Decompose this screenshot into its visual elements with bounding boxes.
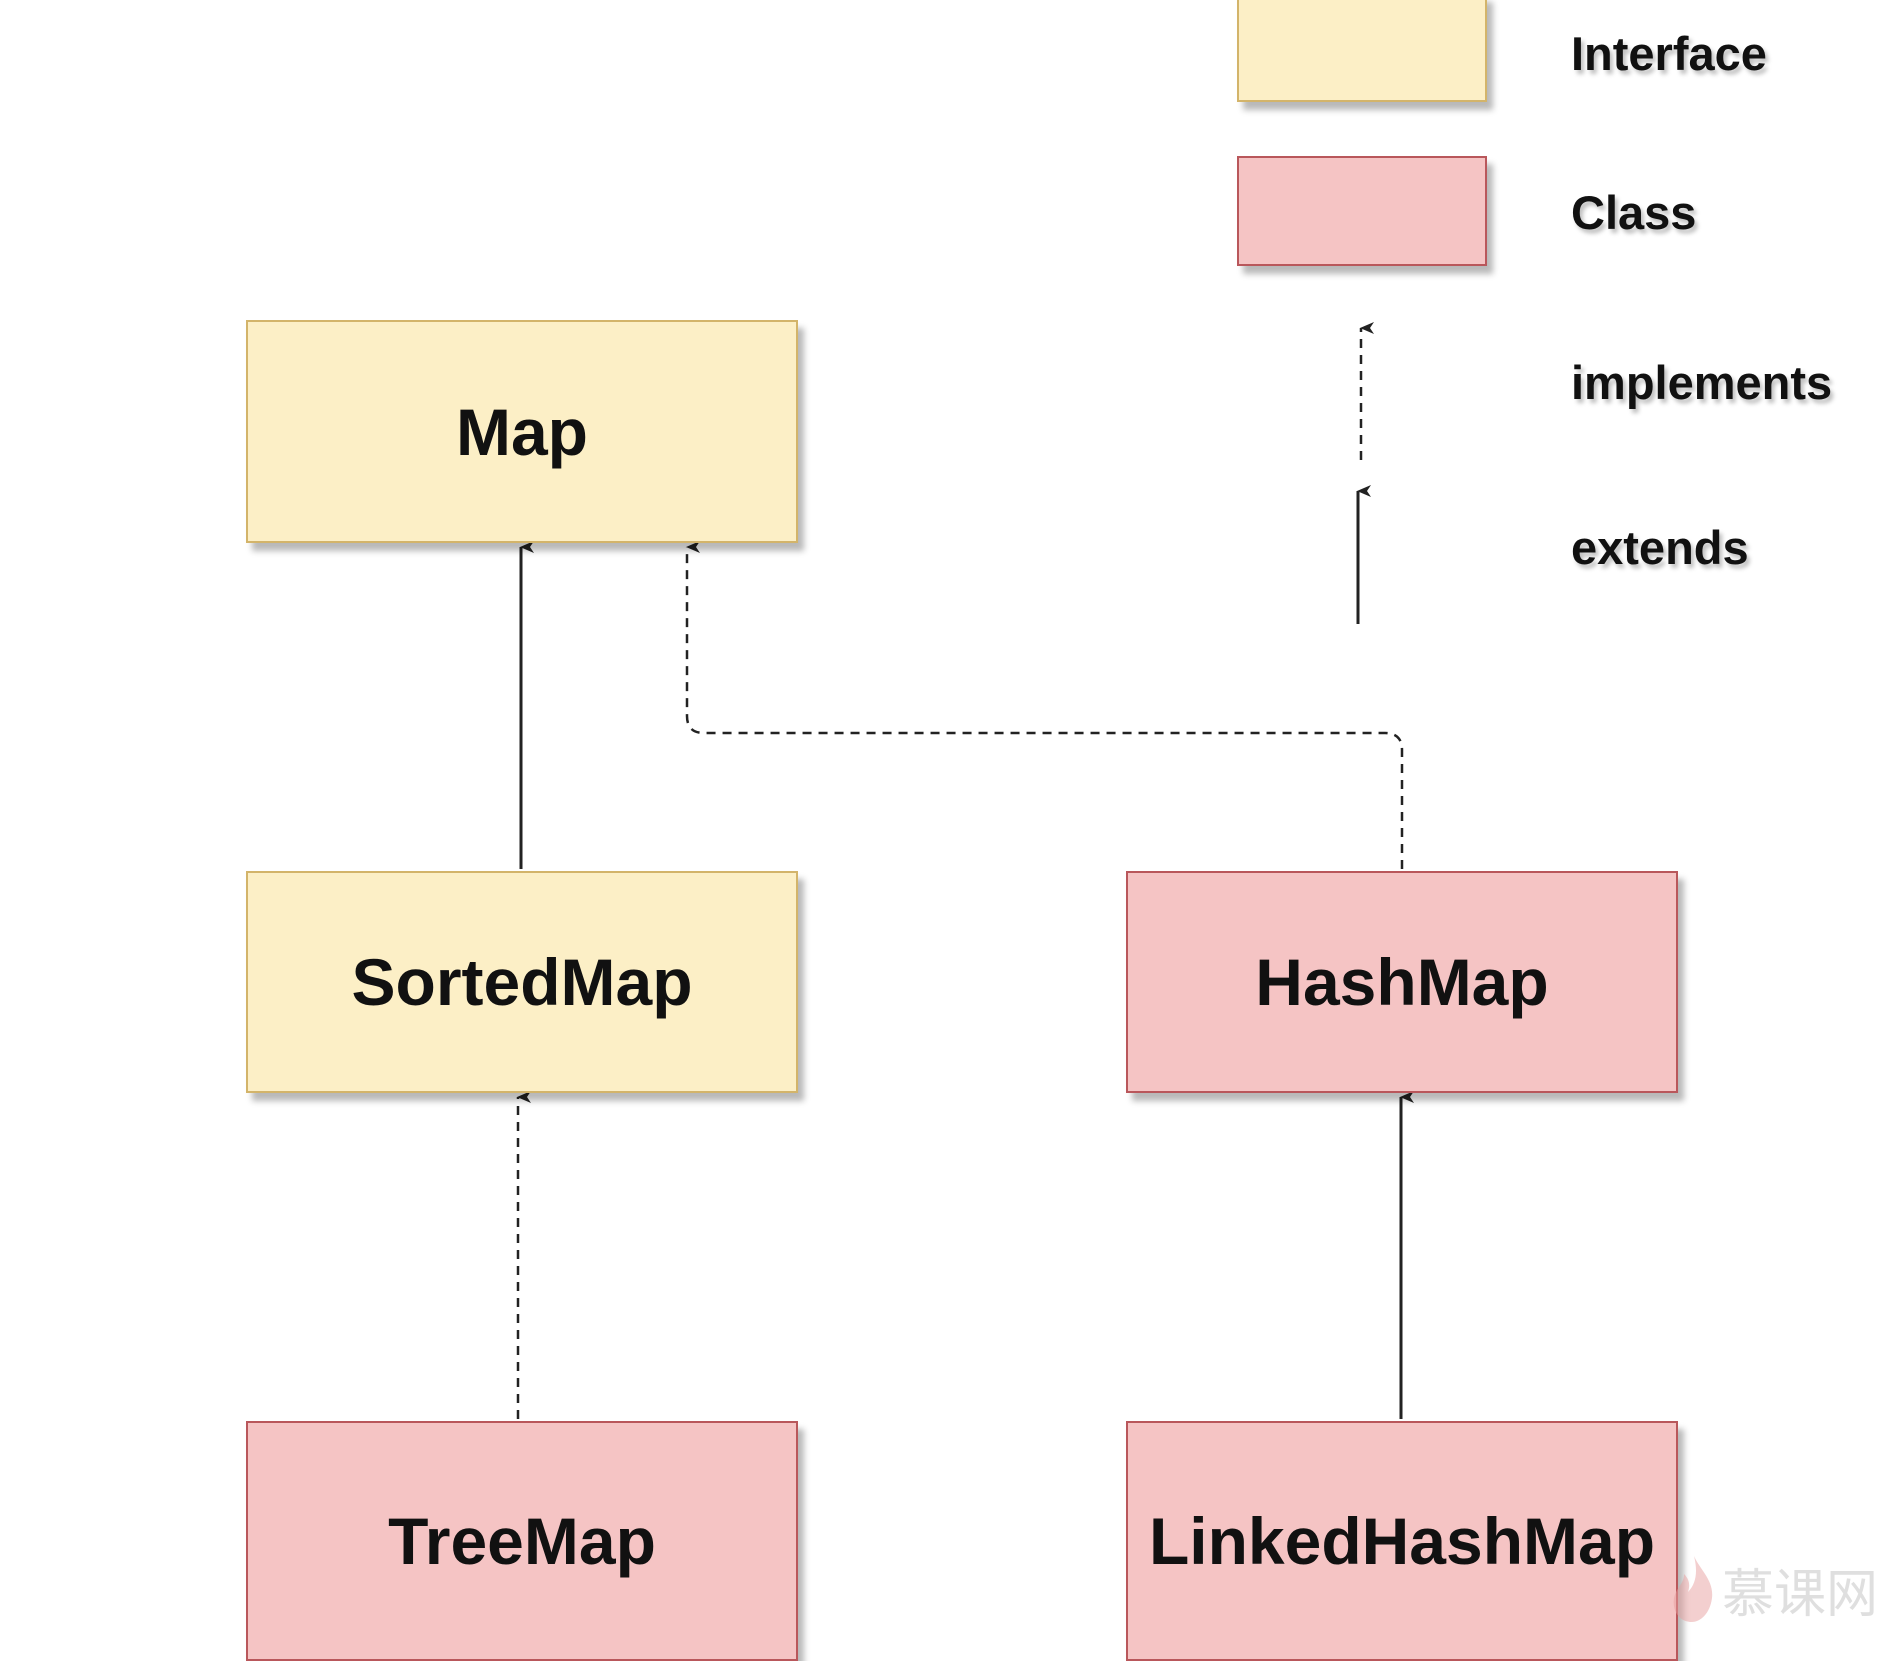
edge-hashmap-implements-map xyxy=(685,541,1404,869)
node-map: Map xyxy=(246,320,798,543)
node-linkedhashmap: LinkedHashMap xyxy=(1126,1421,1678,1661)
node-linkedhashmap-label: LinkedHashMap xyxy=(1148,1504,1656,1578)
node-sortedmap-label: SortedMap xyxy=(351,945,693,1019)
legend-interface-swatch xyxy=(1237,0,1487,102)
watermark-text: 慕课网 xyxy=(1721,1564,1878,1625)
node-hashmap: HashMap xyxy=(1126,871,1678,1093)
node-treemap: TreeMap xyxy=(246,1421,798,1661)
legend-interface-label: Interface xyxy=(1571,27,1767,80)
node-map-label: Map xyxy=(456,394,588,469)
node-treemap-label: TreeMap xyxy=(388,1504,656,1578)
legend-implements-label: implements xyxy=(1571,356,1833,409)
flame-icon xyxy=(1673,1556,1713,1622)
node-sortedmap: SortedMap xyxy=(246,871,798,1093)
legend-class-label: Class xyxy=(1571,186,1697,239)
node-hashmap-label: HashMap xyxy=(1255,945,1549,1019)
legend-extends-label: extends xyxy=(1571,521,1749,574)
watermark: 慕课网 xyxy=(1670,1544,1878,1634)
legend-class-swatch xyxy=(1237,156,1487,266)
